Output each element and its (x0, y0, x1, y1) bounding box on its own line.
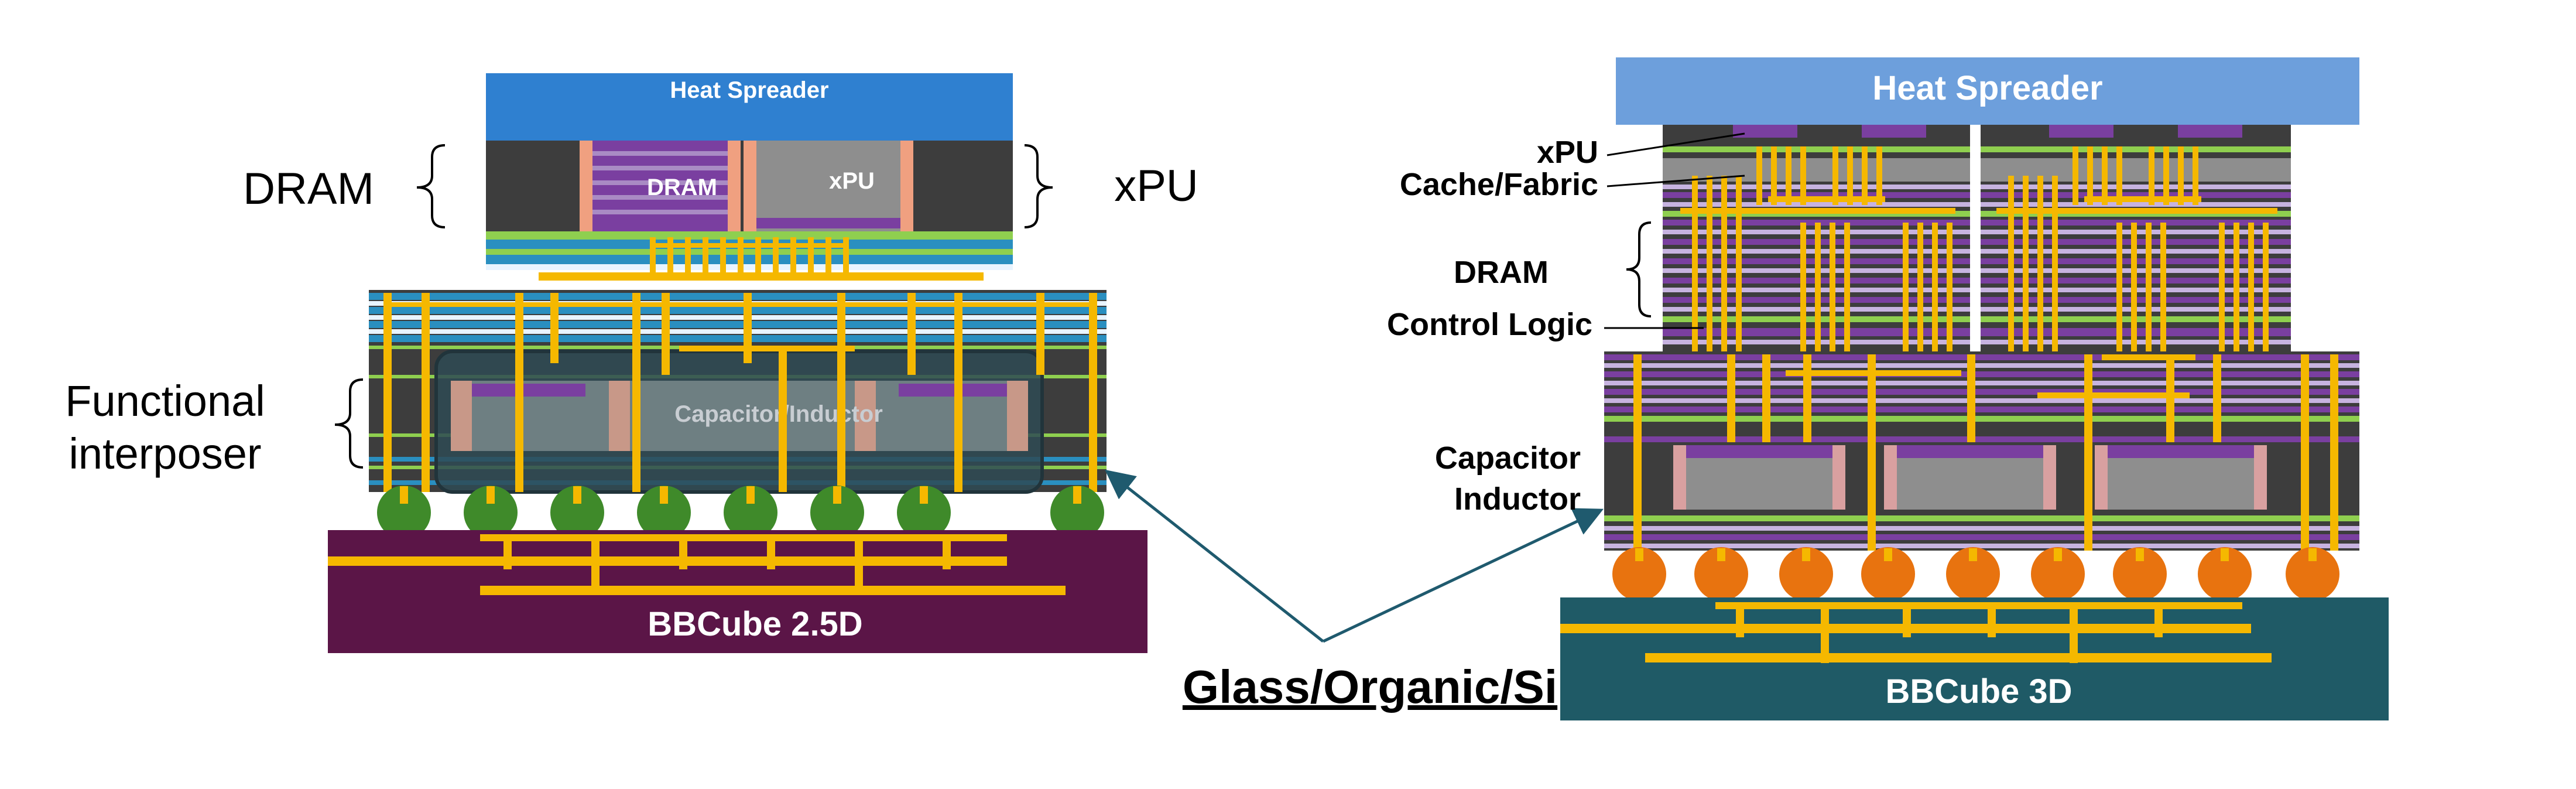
right-inductor-label: Inductor (1454, 481, 1581, 517)
left-substrate-traces (328, 534, 1066, 595)
right-embedded-passives (1673, 445, 2267, 510)
arrow-to-right-interposer (1322, 508, 1604, 643)
interposer-vias (383, 293, 1097, 492)
right-dram-brace (1626, 221, 1652, 317)
left-xpu-die-label: xPU (829, 168, 875, 194)
right-xpu-leader (1606, 132, 1745, 156)
right-heat-spreader (1616, 57, 2359, 125)
right-xpu-label: xPU (1537, 135, 1598, 170)
left-heat-spreader-label: Heat Spreader (670, 77, 828, 103)
left-substrate-label: BBCube 2.5D (648, 605, 862, 643)
left-microbumps (539, 237, 984, 281)
right-capacitor-label: Capacitor (1435, 440, 1581, 476)
interposer-label: interposer (68, 429, 261, 478)
right-interposer (1604, 351, 2359, 551)
right-cache-label: Cache/Fabric (1400, 167, 1598, 202)
left-xpu-die (744, 141, 913, 231)
right-solder-bumps (1612, 547, 2339, 601)
left-xpu-label: xPU (1114, 161, 1198, 211)
bbcube-25d-assembly: Heat Spreader DRAM xPU (65, 73, 1198, 653)
bbcube-3d-assembly: Heat Spreader (1387, 57, 2389, 720)
left-dram-brace (416, 144, 446, 228)
material-label: Glass/Organic/Si (1183, 661, 1557, 713)
right-control-logic-label: Control Logic (1387, 307, 1592, 342)
left-dram-die-label: DRAM (647, 175, 717, 200)
interposer-brace (334, 378, 364, 469)
right-stack-right (1981, 125, 2291, 351)
left-dram-label: DRAM (243, 164, 374, 214)
functional-interposer: Capacitor/Inductor (369, 290, 1107, 494)
left-solder-bumps (377, 486, 1104, 539)
right-heat-spreader-label: Heat Spreader (1872, 69, 2102, 107)
right-substrate-traces (1560, 602, 2272, 663)
right-stack-left (1663, 125, 1970, 351)
functional-label: Functional (65, 377, 265, 425)
left-xpu-brace (1024, 144, 1053, 228)
right-dram-label: DRAM (1454, 255, 1549, 290)
material-callout: Glass/Organic/Si (1105, 469, 1604, 713)
left-heat-spreader (486, 73, 1013, 141)
left-die-stack: DRAM xPU (486, 141, 1013, 270)
right-substrate-label: BBCube 3D (1885, 672, 2072, 711)
arrow-to-left-interposer (1105, 469, 1324, 643)
right-cache-leader (1606, 175, 1745, 187)
